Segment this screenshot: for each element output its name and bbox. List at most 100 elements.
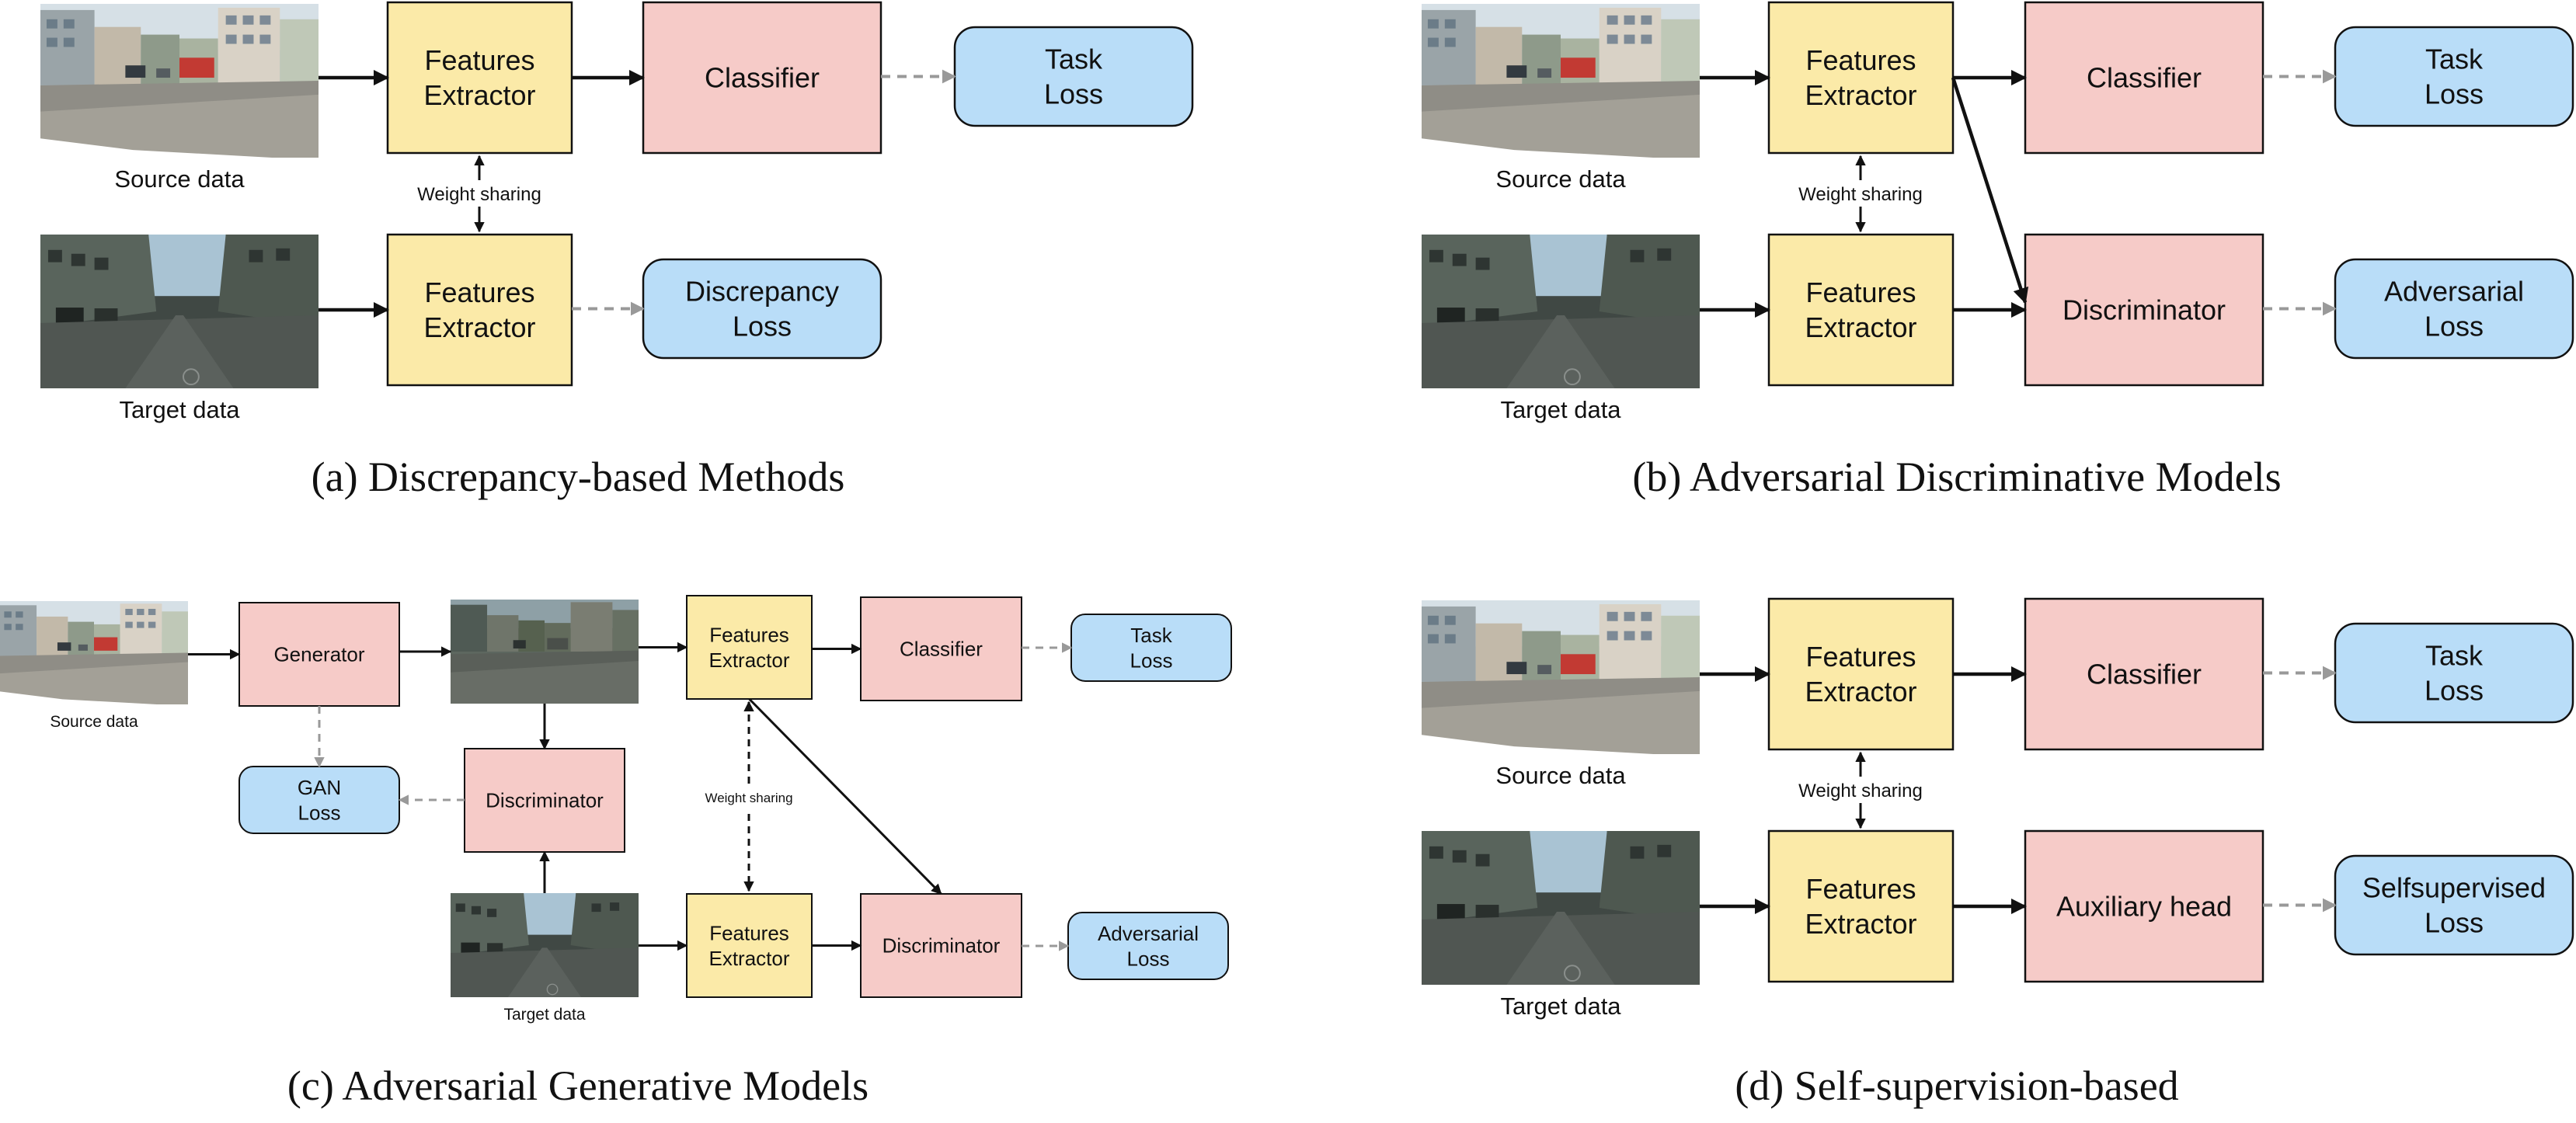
weight-sharing-label: Weight sharing xyxy=(705,791,792,805)
module-box xyxy=(464,748,625,853)
node-label: Classifier xyxy=(2087,659,2202,690)
node-label: Extractor xyxy=(423,311,535,343)
loss-box xyxy=(2334,26,2574,127)
image-caption: Source data xyxy=(1495,165,1626,193)
node-label: Features xyxy=(1805,276,1916,308)
image-caption: Source data xyxy=(1495,762,1626,789)
node-dis1: Discriminator xyxy=(464,748,625,853)
node-tgt_img: Target data xyxy=(451,893,639,1024)
node-cls: Classifier xyxy=(860,596,1022,701)
node-label: Discriminator xyxy=(2063,294,2226,326)
node-cls: Classifier xyxy=(642,1,882,155)
panel-c: (c) Adversarial Generative Models Source … xyxy=(0,595,1232,1109)
node-label: Extractor xyxy=(1805,311,1916,343)
module-box xyxy=(860,596,1022,701)
target-image xyxy=(40,235,319,388)
node-label: Features xyxy=(1805,873,1916,905)
image-caption: Source data xyxy=(50,713,138,731)
image-caption: Target data xyxy=(1500,396,1621,423)
node-label: Features xyxy=(709,921,789,944)
node-src_img: Source data xyxy=(1422,600,1700,789)
node-label: Loss xyxy=(1127,947,1170,970)
label-backdrop xyxy=(1783,180,1938,207)
node-label: Features xyxy=(709,623,789,646)
node-gen_img xyxy=(451,600,639,704)
image-caption: Source data xyxy=(114,165,245,193)
node-tgt_img: Target data xyxy=(1422,235,1700,423)
node-label: Discriminator xyxy=(882,934,1001,958)
node-label: Loss xyxy=(2425,907,2484,939)
node-label: Discrepancy xyxy=(685,276,839,308)
node-label: Selfsupervised xyxy=(2362,872,2546,904)
module-box xyxy=(2024,597,2264,751)
node-label: Discriminator xyxy=(486,789,604,812)
node-src_img: Source data xyxy=(1422,4,1700,193)
extractor-box xyxy=(1767,233,1955,387)
panel-title: (b) Adversarial Discriminative Models xyxy=(1632,454,2281,500)
source-image xyxy=(1422,600,1700,754)
generated-image xyxy=(451,600,639,704)
image-caption: Target data xyxy=(119,396,240,423)
loss-box xyxy=(642,258,882,360)
module-box xyxy=(2024,1,2264,155)
edge-fe1-to-dis xyxy=(1951,77,2029,304)
module-box xyxy=(2024,233,2264,387)
node-label: Extractor xyxy=(1805,908,1916,940)
node-label: Loss xyxy=(1130,648,1173,672)
node-cls: Classifier xyxy=(2024,597,2264,751)
node-label: Task xyxy=(1130,624,1172,647)
panel-title: (d) Self-supervision-based xyxy=(1735,1062,2178,1109)
panel-b: (b) Adversarial Discriminative Models Sou… xyxy=(1422,1,2574,500)
extractor-box xyxy=(686,893,813,998)
module-box xyxy=(860,893,1022,998)
target-image xyxy=(1422,831,1700,985)
node-label: Extractor xyxy=(708,648,789,672)
extractor-box xyxy=(1767,597,1955,751)
node-label: Loss xyxy=(1044,78,1103,110)
node-label: Loss xyxy=(2425,78,2484,110)
node-src_img: Source data xyxy=(0,601,188,731)
node-label: Adversarial xyxy=(1098,922,1199,945)
source-image xyxy=(0,601,188,704)
extractor-box xyxy=(1767,829,1955,983)
node-label: Extractor xyxy=(423,79,535,111)
node-label: Features xyxy=(1805,641,1916,673)
target-image xyxy=(1422,235,1700,388)
node-label: Task xyxy=(1045,43,1103,75)
image-caption: Target data xyxy=(503,1006,585,1024)
source-image xyxy=(1422,4,1700,158)
weight-sharing-label: Weight sharing xyxy=(1798,184,1923,205)
panel-title: (c) Adversarial Generative Models xyxy=(287,1062,869,1109)
node-label: Features xyxy=(424,44,534,76)
weight-sharing-label: Weight sharing xyxy=(1798,781,1923,801)
node-label: Task xyxy=(2425,640,2484,672)
node-aux: Auxiliary head xyxy=(2024,829,2264,983)
node-dis2: Discriminator xyxy=(860,893,1022,998)
node-cls: Classifier xyxy=(2024,1,2264,155)
node-label: Classifier xyxy=(900,638,983,661)
label-backdrop xyxy=(402,180,557,207)
target-image xyxy=(451,893,639,997)
extractor-box xyxy=(386,233,573,387)
extractor-box xyxy=(386,1,573,155)
weight-sharing-label: Weight sharing xyxy=(417,184,541,205)
node-label: Extractor xyxy=(1805,79,1916,111)
node-label: Classifier xyxy=(2087,62,2202,94)
label-backdrop xyxy=(701,788,797,808)
